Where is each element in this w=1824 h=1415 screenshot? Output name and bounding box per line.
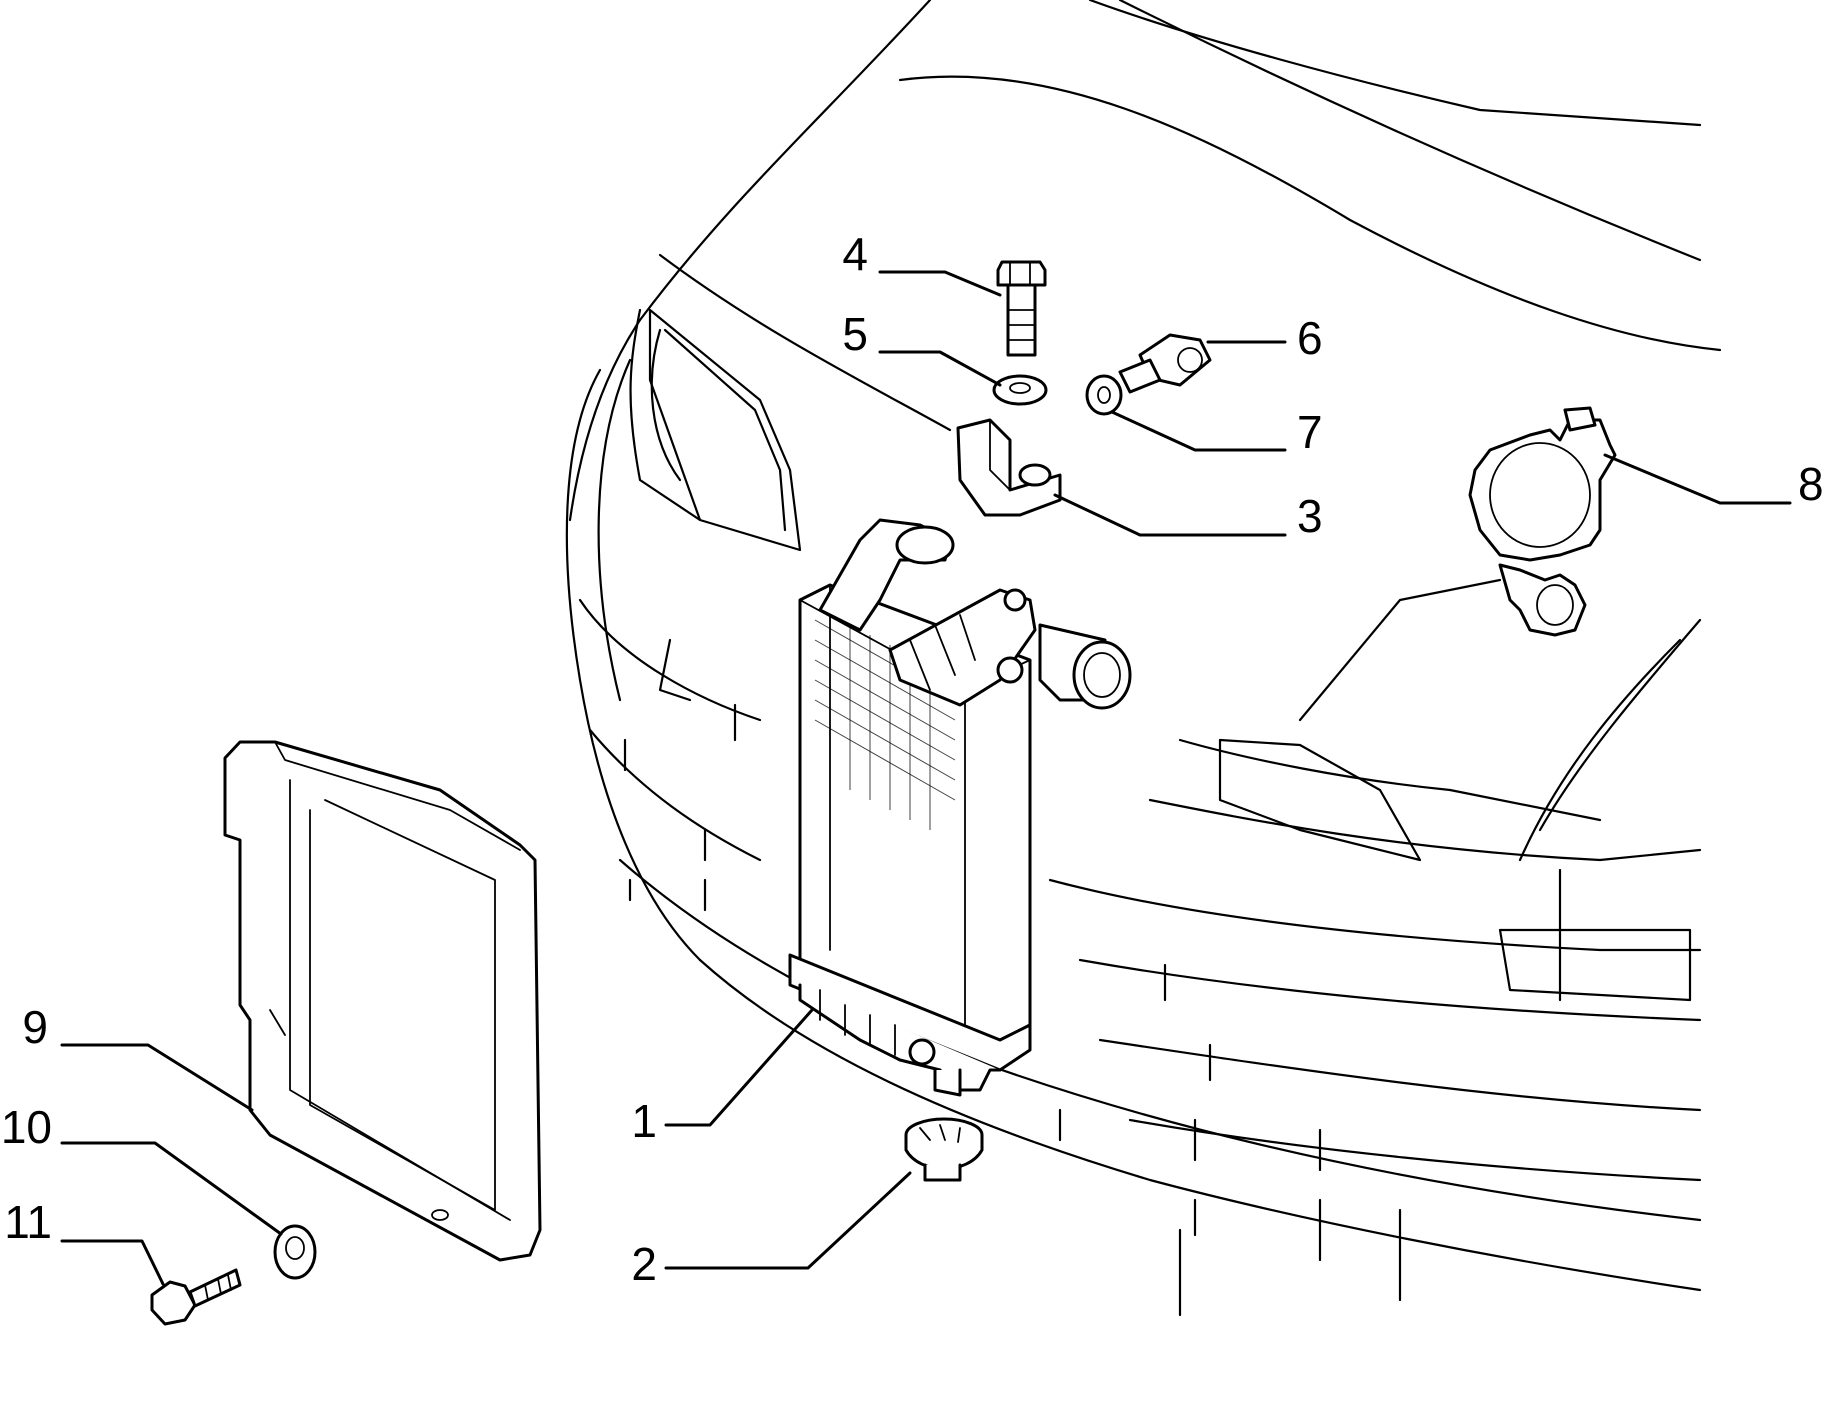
washer-10 (273, 1224, 317, 1280)
leader-line-1 (664, 1008, 814, 1127)
callout-9: 9 (22, 1001, 48, 1053)
leader-line-9 (60, 1043, 254, 1112)
callout-4: 4 (842, 228, 868, 280)
leader-line-5 (878, 350, 1002, 387)
leader-lines (60, 270, 1792, 1286)
bracket (956, 418, 1062, 517)
grommet (904, 1117, 984, 1182)
leader-line-4 (878, 270, 1002, 297)
leader-line-2 (664, 1171, 912, 1270)
callout-6: 6 (1297, 312, 1323, 364)
screw-6 (1118, 333, 1212, 394)
washer-5 (992, 374, 1048, 406)
callout-5: 5 (842, 308, 868, 360)
bolt-4 (996, 260, 1047, 357)
intercooler (788, 518, 1132, 1097)
leader-line-3 (1053, 493, 1287, 537)
intercooler-core-hatch (814, 615, 956, 830)
leader-line-11 (60, 1239, 165, 1286)
leader-line-8 (1603, 453, 1792, 505)
bolt-11 (150, 1268, 242, 1326)
callout-8: 8 (1798, 458, 1824, 510)
callout-11: 11 (4, 1196, 52, 1248)
callout-labels: 1 2 3 4 5 6 7 8 9 10 11 (1, 228, 1824, 1290)
callout-1: 1 (631, 1095, 657, 1147)
shroud-frame (223, 740, 542, 1262)
callout-3: 3 (1297, 490, 1323, 542)
car-front-outline (565, 0, 1722, 1317)
leader-line-10 (60, 1141, 283, 1236)
callout-2: 2 (631, 1238, 657, 1290)
washer-7 (1085, 374, 1123, 416)
leader-line-7 (1110, 410, 1287, 452)
callout-10: 10 (1, 1101, 52, 1153)
callout-7: 7 (1297, 406, 1323, 458)
hose-clamp (1468, 406, 1617, 637)
